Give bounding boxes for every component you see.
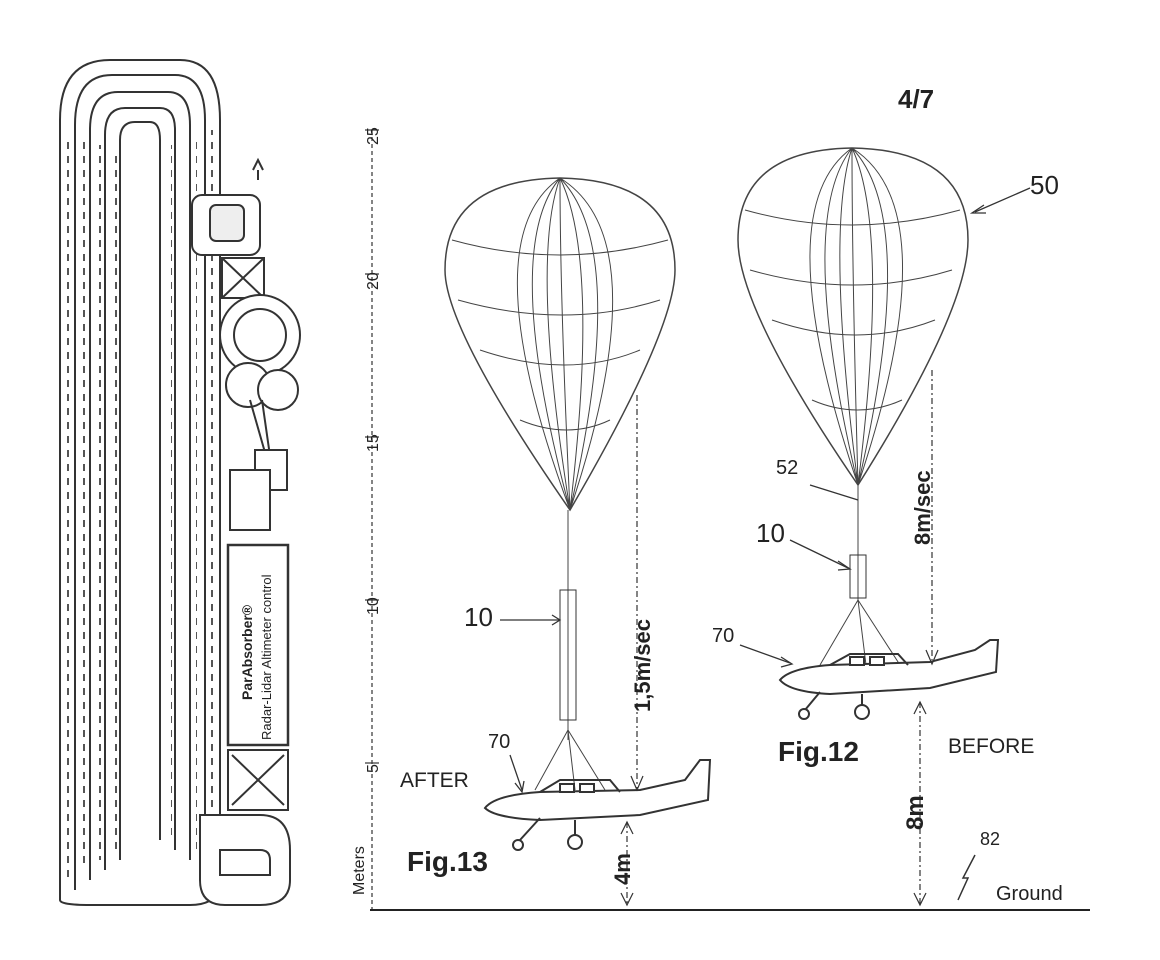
parachute-fig12	[737, 147, 969, 666]
reference-leaders	[500, 187, 1031, 794]
sheet-number: 4/7	[898, 84, 935, 114]
device-brand: ParAbsorber®	[239, 604, 255, 700]
fig12-height: 8m	[902, 795, 929, 830]
fig13-caption: Fig.13	[407, 846, 488, 877]
scale-unit-label: Meters	[351, 846, 368, 895]
fig13-height: 4m	[610, 853, 635, 885]
fig12-speed: 8m/sec	[910, 470, 935, 545]
dimension-lines	[620, 370, 939, 907]
ground-label: Ground	[996, 883, 1063, 905]
aircraft-fig13	[483, 759, 712, 851]
fig13-ref-device: 10	[464, 602, 493, 632]
fig12-state-label: BEFORE	[948, 735, 1035, 758]
scale-tick-5: 5	[365, 764, 382, 773]
aircraft-fig12	[778, 639, 1000, 720]
height-scale	[365, 129, 379, 910]
fig12-caption: Fig.12	[778, 736, 859, 767]
scale-tick-25: 25	[365, 127, 382, 145]
connector-hardware	[191, 157, 301, 906]
fig13-speed: 1,5m/sec	[630, 619, 655, 712]
fig12-ref-device: 10	[756, 518, 785, 548]
parachute-fig13	[444, 177, 676, 791]
fig12-ref-line: 52	[776, 457, 799, 479]
scale-tick-15: 15	[365, 434, 382, 452]
ground-ref: 82	[980, 829, 1001, 849]
fig13-ref-aircraft: 70	[488, 731, 511, 753]
scale-tick-20: 20	[365, 272, 382, 290]
fig12-ref-aircraft: 70	[712, 625, 735, 647]
fig12-ref-parachute: 50	[1030, 170, 1059, 200]
device-subtitle: Radar-Lidar Altimeter control	[259, 574, 274, 740]
folded-webbing-absorber	[59, 59, 221, 906]
fig13-state-label: AFTER	[400, 769, 469, 792]
scale-tick-10: 10	[365, 597, 382, 615]
